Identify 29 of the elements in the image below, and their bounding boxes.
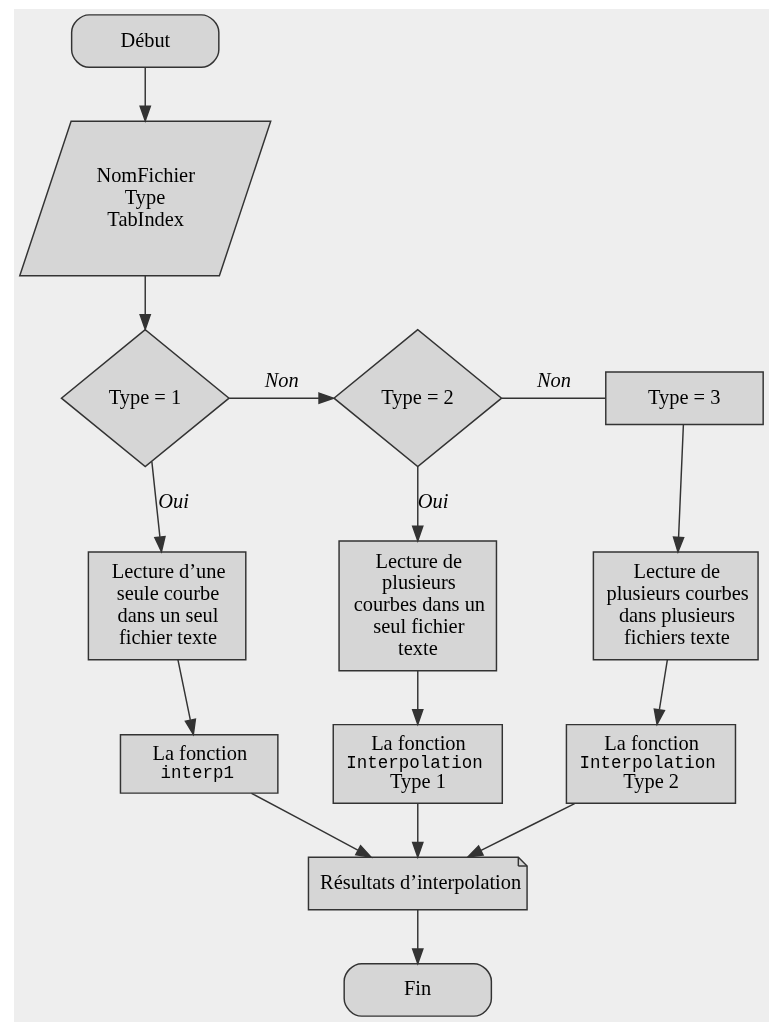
connector: [500, 396, 606, 399]
edge-label: Oui: [157, 489, 189, 512]
arrow: [672, 423, 685, 554]
arrow: [652, 658, 668, 726]
arrow: [150, 460, 166, 554]
node-box: Lecture d’une seule courbe dans un seul fichier texte: [87, 550, 247, 660]
node-box: Lecture de plusieurs courbes dans un seul fichier texte: [337, 539, 497, 671]
arrow: [411, 465, 424, 543]
arrow: [411, 802, 424, 859]
edge-label: Non: [536, 368, 571, 391]
node-box: Fin: [342, 962, 492, 1017]
node-box: Début: [70, 13, 220, 68]
node-box: Type = 3: [604, 370, 764, 425]
edge-label: Oui: [417, 489, 448, 512]
edge-label: Non: [264, 368, 299, 391]
node-diamond: Type = 1: [59, 328, 230, 468]
node-box: La fonction Interpolation Type 2: [565, 723, 736, 804]
node-box: La fonction Interpolation Type 1: [332, 723, 503, 804]
node-diamond: Type = 2: [332, 328, 503, 468]
arrow: [138, 274, 151, 331]
arrow: [228, 391, 336, 404]
arrow: [411, 908, 424, 966]
arrow: [176, 658, 196, 737]
arrow: [250, 792, 373, 858]
arrow: [411, 669, 424, 726]
arrow: [138, 66, 151, 123]
arrow: [465, 802, 575, 858]
node-box: La fonction interp1: [119, 733, 279, 794]
node-box: Lecture de plusieurs courbes dans plusieurs fichiers texte: [592, 550, 759, 660]
